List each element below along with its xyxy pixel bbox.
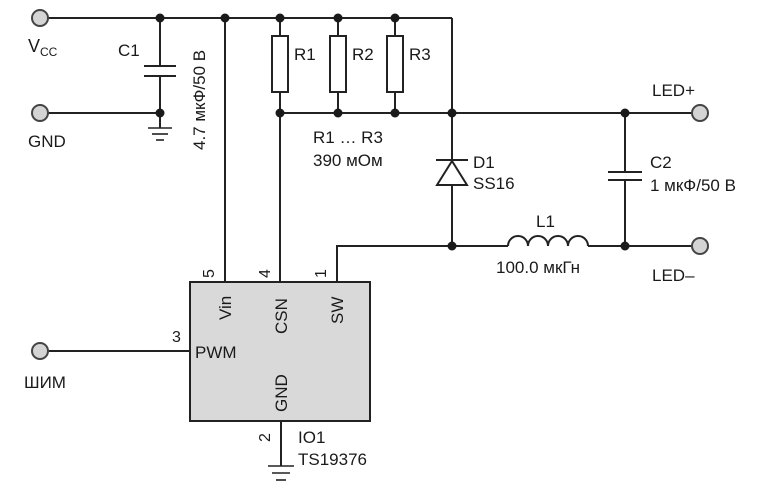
junctions — [155, 13, 630, 251]
capacitor-c1 — [144, 65, 176, 77]
junction-dot — [390, 108, 400, 118]
ic-pin-gnd: GND — [272, 374, 291, 412]
pin-number-pwm: 3 — [172, 329, 181, 346]
terminals — [31, 9, 709, 360]
junction-dot — [275, 13, 285, 23]
resistor-r3 — [386, 35, 404, 93]
pin-number-sw: 1 — [313, 269, 330, 278]
terminal-gnd[interactable] — [31, 104, 49, 122]
resistor-r2 — [329, 35, 347, 93]
junction-dot — [390, 13, 400, 23]
terminal-led-plus[interactable] — [691, 104, 709, 122]
label-ic-ref: IO1 — [298, 428, 325, 447]
ic-pin-sw: SW — [328, 297, 347, 324]
l1-coil — [507, 235, 589, 247]
diode-d1 — [435, 159, 469, 186]
pin-number-csn: 4 — [257, 269, 274, 278]
capacitor-c2 — [608, 171, 642, 181]
terminal-pwm[interactable] — [31, 342, 49, 360]
inductor-l1 — [507, 235, 589, 247]
ground-symbol-c1 — [148, 127, 172, 141]
label-led-plus: LED+ — [652, 81, 695, 100]
terminal-led-minus[interactable] — [691, 237, 709, 255]
label-c1-ref: C1 — [118, 41, 140, 60]
junction-dot — [155, 13, 165, 23]
label-r2: R2 — [352, 45, 374, 64]
junction-dot — [447, 108, 457, 118]
label-vcc-sub: CC — [40, 45, 58, 59]
junction-dot — [220, 13, 230, 23]
junction-dot — [620, 108, 630, 118]
label-r1: R1 — [294, 45, 316, 64]
label-c1-value: 4.7 мкФ/50 В — [190, 50, 209, 150]
wire-sw — [336, 245, 508, 282]
label-resistor-group: R1 … R3 — [313, 128, 383, 147]
terminal-vcc[interactable] — [31, 9, 49, 27]
junction-dot — [447, 241, 457, 251]
label-l1-value: 100.0 мкГн — [496, 258, 580, 277]
labels: VCC GND ШИМ LED+ LED– C1 4.7 мкФ/50 В R1… — [24, 36, 736, 469]
ic-pin-vin: Vin — [216, 296, 235, 320]
label-gnd-terminal: GND — [28, 132, 66, 151]
label-ic-part: TS19376 — [298, 450, 367, 469]
resistors — [271, 35, 404, 93]
label-l1-ref: L1 — [536, 212, 555, 231]
pin-number-gnd: 2 — [257, 433, 274, 442]
label-r3: R3 — [409, 45, 431, 64]
ic-pin-csn: CSN — [272, 298, 291, 334]
pin-number-vin: 5 — [201, 269, 218, 278]
junction-dot — [333, 13, 343, 23]
label-vcc-main: V — [28, 36, 40, 56]
junction-dot — [620, 241, 630, 251]
junction-dot — [333, 108, 343, 118]
label-resistor-value: 390 мОм — [313, 151, 383, 170]
label-led-minus: LED– — [652, 266, 695, 285]
resistor-r1 — [271, 35, 289, 93]
label-vcc: VCC — [28, 36, 58, 59]
label-pwm-terminal: ШИМ — [24, 373, 66, 392]
label-d1-ref: D1 — [473, 153, 495, 172]
junction-dot — [275, 108, 285, 118]
label-c2-value: 1 мкФ/50 В — [650, 176, 736, 195]
label-c2-ref: C2 — [650, 153, 672, 172]
ic-pin-pwm: PWM — [195, 343, 237, 362]
ic-body — [189, 281, 371, 422]
junction-dot — [155, 108, 165, 118]
d1-triangle — [435, 159, 469, 186]
ground-symbol-ic — [268, 465, 294, 481]
label-d1-part: SS16 — [473, 174, 515, 193]
